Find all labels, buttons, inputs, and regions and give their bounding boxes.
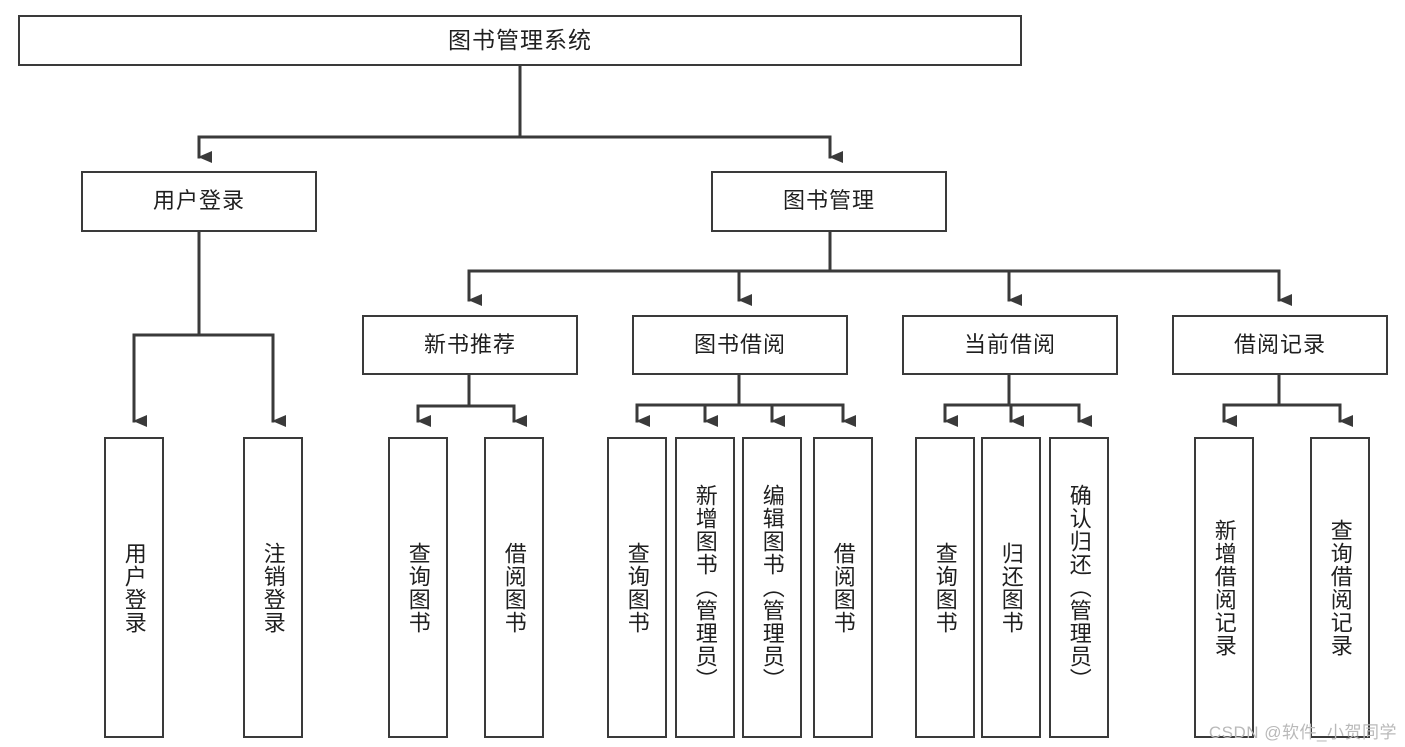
node-label: 查询图书 [624, 541, 650, 634]
node-label: 图书管理系统 [448, 26, 592, 53]
leaf-borrow-borrow-books[interactable]: 借阅图书 [813, 437, 873, 738]
node-user-login[interactable]: 用户登录 [81, 171, 317, 232]
node-book-management[interactable]: 图书管理 [711, 171, 947, 232]
node-root-system[interactable]: 图书管理系统 [18, 15, 1022, 66]
node-label: 借阅图书 [501, 541, 527, 634]
leaf-record-add-borrow-record[interactable]: 新增借阅记录 [1194, 437, 1254, 738]
node-label: 编辑图书（管理员） [759, 484, 785, 691]
node-borrow-record[interactable]: 借阅记录 [1172, 315, 1388, 375]
leaf-newbook-borrow-books[interactable]: 借阅图书 [484, 437, 544, 738]
node-label: 图书管理 [782, 188, 875, 214]
node-label: 确认归还（管理员） [1066, 484, 1092, 691]
node-label: 归还图书 [998, 541, 1024, 634]
node-label: 用户登录 [121, 541, 147, 634]
node-current-borrow[interactable]: 当前借阅 [902, 315, 1118, 375]
leaf-user-login[interactable]: 用户登录 [104, 437, 164, 738]
leaf-newbook-query-books[interactable]: 查询图书 [388, 437, 448, 738]
leaf-current-confirm-return-admin[interactable]: 确认归还（管理员） [1049, 437, 1109, 738]
leaf-borrow-add-book-admin[interactable]: 新增图书（管理员） [675, 437, 735, 738]
node-label: 查询图书 [405, 541, 431, 634]
leaf-borrow-edit-book-admin[interactable]: 编辑图书（管理员） [742, 437, 802, 738]
leaf-current-query-books[interactable]: 查询图书 [915, 437, 975, 738]
node-label: 查询图书 [932, 541, 958, 634]
node-new-book-recommend[interactable]: 新书推荐 [362, 315, 578, 375]
node-label: 图书借阅 [693, 331, 786, 357]
node-label: 当前借阅 [963, 331, 1056, 357]
node-book-borrow[interactable]: 图书借阅 [632, 315, 848, 375]
node-label: 借阅图书 [830, 541, 856, 634]
leaf-record-query-borrow-record[interactable]: 查询借阅记录 [1310, 437, 1370, 738]
node-label: 注销登录 [260, 541, 286, 634]
node-label: 借阅记录 [1233, 331, 1326, 357]
leaf-logout[interactable]: 注销登录 [243, 437, 303, 738]
watermark-text: CSDN @软件_小贺同学 [1208, 723, 1397, 742]
node-label: 查询借阅记录 [1327, 518, 1353, 657]
node-label: 新增借阅记录 [1211, 518, 1237, 657]
leaf-borrow-query-books[interactable]: 查询图书 [607, 437, 667, 738]
node-label: 用户登录 [152, 188, 245, 214]
node-label: 新书推荐 [423, 331, 516, 357]
node-label: 新增图书（管理员） [692, 484, 718, 691]
leaf-current-return-books[interactable]: 归还图书 [981, 437, 1041, 738]
